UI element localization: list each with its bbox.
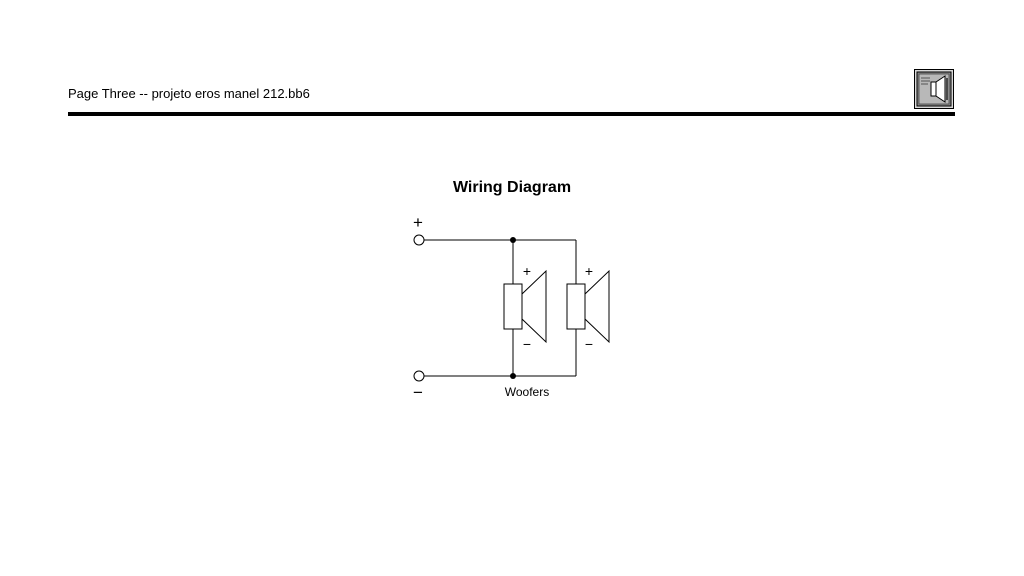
diagram-title: Wiring Diagram <box>452 179 572 196</box>
woofer-2-minus-label: − <box>585 336 593 352</box>
input-plus-label: + <box>413 213 423 232</box>
woofer-1-minus-label: − <box>523 336 531 352</box>
woofer-1-plus-label: + <box>523 263 531 279</box>
woofers-caption: Woofers <box>505 385 549 399</box>
woofer-2-plus-label: + <box>585 263 593 279</box>
woofer-speaker-icon <box>566 269 610 344</box>
input-minus-label: − <box>413 383 423 402</box>
negative-terminal <box>413 370 425 382</box>
page-title: Page Three -- projeto eros manel 212.bb6 <box>68 86 310 101</box>
positive-terminal <box>413 234 425 246</box>
junction-dot <box>510 373 516 379</box>
junction-dot <box>510 237 516 243</box>
header-divider <box>68 112 955 116</box>
speaker-logo-icon <box>914 69 954 109</box>
woofer-speaker-icon <box>503 269 547 344</box>
